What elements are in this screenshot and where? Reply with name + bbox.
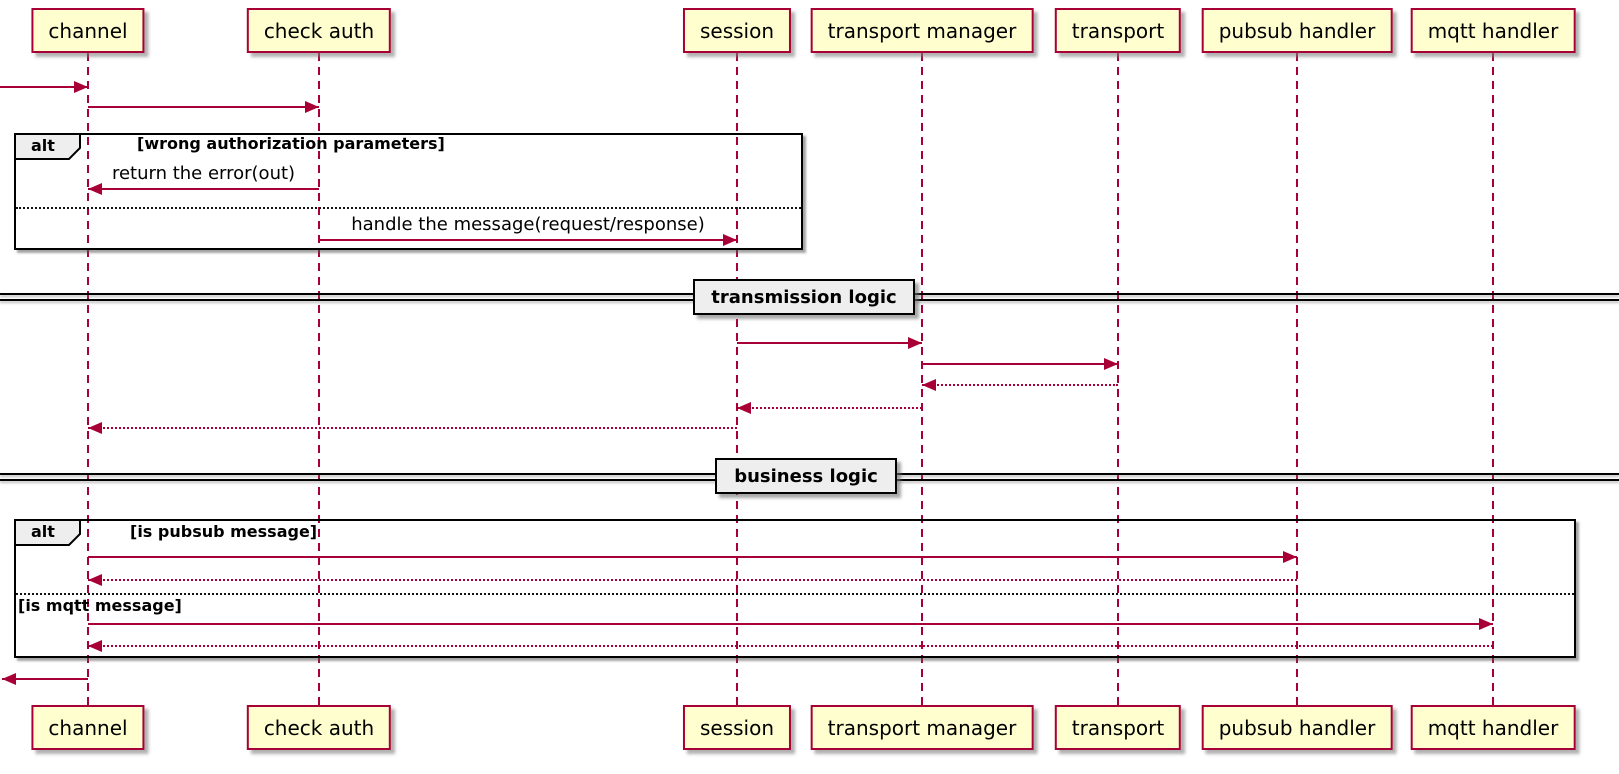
message-label: handle the message(request/response) bbox=[351, 214, 705, 235]
message-arrowhead-left bbox=[922, 379, 936, 391]
message-line bbox=[922, 363, 1118, 365]
alt-frame-tab bbox=[14, 519, 84, 547]
message-arrowhead-left bbox=[737, 402, 751, 414]
alt-frame bbox=[14, 519, 1576, 658]
message-arrowhead-left bbox=[88, 574, 102, 586]
message-arrowhead-right bbox=[723, 234, 737, 246]
participant-check-auth-top: check auth bbox=[246, 8, 392, 53]
message-line bbox=[737, 407, 922, 409]
message-arrowhead-right bbox=[305, 101, 319, 113]
message-arrowhead-left bbox=[88, 183, 102, 195]
participant-session-top: session bbox=[682, 8, 792, 53]
lifeline-transport bbox=[1117, 53, 1119, 705]
message-line bbox=[922, 384, 1118, 386]
message-arrowhead-right bbox=[74, 81, 88, 93]
message-line bbox=[88, 106, 319, 108]
participant-session-bottom: session bbox=[682, 705, 792, 750]
alt-condition-label: [is mqtt message] bbox=[18, 596, 182, 615]
message-line bbox=[88, 188, 319, 190]
alt-condition-label: [wrong authorization parameters] bbox=[137, 134, 445, 153]
participant-transport-manager-top: transport manager bbox=[810, 8, 1034, 53]
message-line bbox=[88, 427, 737, 429]
participant-transport-top: transport bbox=[1054, 8, 1182, 53]
alt-frame-tab bbox=[14, 133, 84, 161]
message-arrowhead-right bbox=[908, 337, 922, 349]
participant-channel-bottom: channel bbox=[31, 705, 145, 750]
message-arrowhead-right bbox=[1479, 618, 1493, 630]
participant-mqtt-handler-bottom: mqtt handler bbox=[1410, 705, 1576, 750]
alt-frame-tab-label: alt bbox=[31, 136, 55, 155]
alt-frame bbox=[14, 133, 803, 250]
message-line bbox=[88, 623, 1493, 625]
participant-check-auth-bottom: check auth bbox=[246, 705, 392, 750]
lifeline-pubsub-handler bbox=[1296, 53, 1298, 705]
lifeline-mqtt-handler bbox=[1492, 53, 1494, 705]
message-line bbox=[88, 579, 1297, 581]
message-line bbox=[319, 239, 737, 241]
message-line bbox=[88, 556, 1297, 558]
lifeline-channel bbox=[87, 53, 89, 705]
message-line bbox=[737, 342, 922, 344]
message-arrowhead-left bbox=[2, 673, 16, 685]
message-arrowhead-left bbox=[88, 422, 102, 434]
message-arrowhead-right bbox=[1283, 551, 1297, 563]
alt-condition-label: [is pubsub message] bbox=[130, 522, 318, 541]
message-line bbox=[2, 678, 88, 680]
lifeline-session bbox=[736, 53, 738, 705]
message-line bbox=[88, 645, 1493, 647]
message-arrowhead-right bbox=[1104, 358, 1118, 370]
divider-label-transmission-logic: transmission logic bbox=[693, 279, 915, 315]
participant-pubsub-handler-bottom: pubsub handler bbox=[1201, 705, 1393, 750]
participant-transport-manager-bottom: transport manager bbox=[810, 705, 1034, 750]
divider-label-business-logic: business logic bbox=[715, 458, 897, 494]
alt-frame-tab-label: alt bbox=[31, 522, 55, 541]
participant-transport-bottom: transport bbox=[1054, 705, 1182, 750]
participant-mqtt-handler-top: mqtt handler bbox=[1410, 8, 1576, 53]
message-line bbox=[0, 86, 88, 88]
message-label: return the error(out) bbox=[111, 163, 296, 184]
alt-else-separator bbox=[16, 207, 801, 209]
lifeline-check-auth bbox=[318, 53, 320, 705]
participant-channel-top: channel bbox=[31, 8, 145, 53]
alt-else-separator bbox=[16, 593, 1574, 595]
participant-pubsub-handler-top: pubsub handler bbox=[1201, 8, 1393, 53]
message-arrowhead-left bbox=[88, 640, 102, 652]
